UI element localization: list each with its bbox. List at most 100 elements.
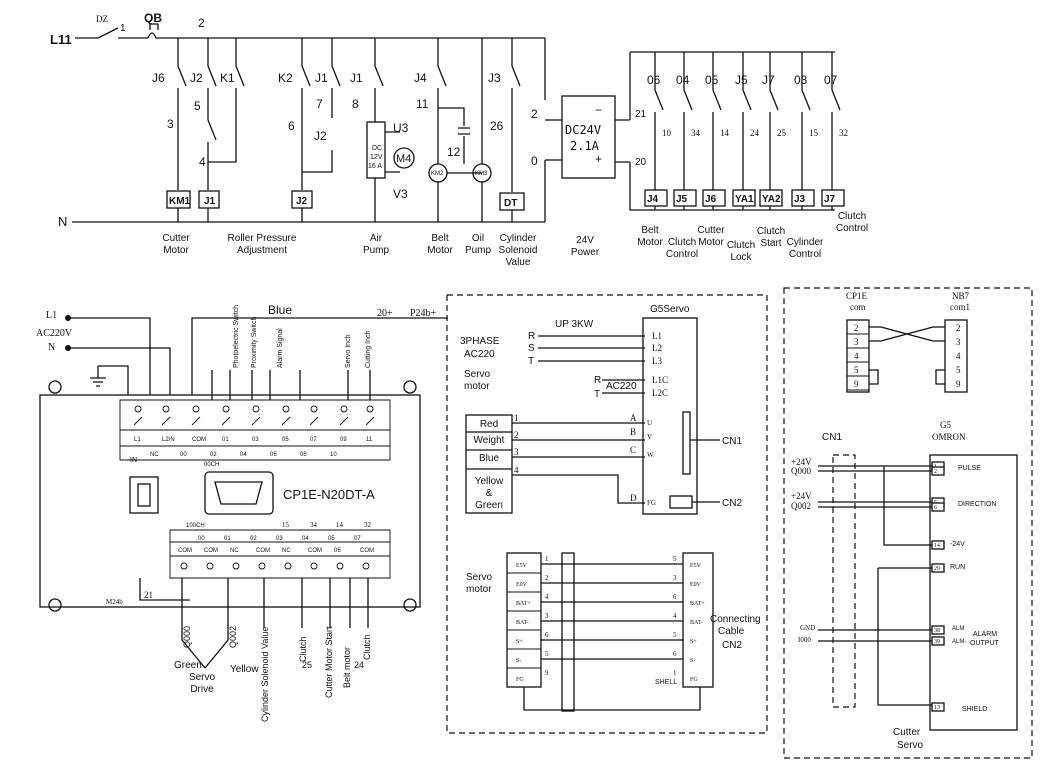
input-label: Proximity Switch [251,317,258,368]
cp1e-pin: 5 [854,365,859,375]
psu-line1: DC24V [565,123,601,137]
ladder-caption: Oil [472,233,484,244]
terminal-screw [336,562,344,570]
psu-node2: 2 [531,107,538,121]
terminal-label: 06 [270,452,277,458]
p24-label: P24b+ [410,308,437,319]
cutter-servo-1: Cutter [893,727,921,738]
drive-terminal: L1 [652,331,662,341]
omron-pin-num: 2 [934,469,937,475]
km1-box [166,190,191,209]
n5-label: 5 [194,99,201,113]
psu-plus: + [595,152,602,166]
enc-left-num: 2 [545,574,549,582]
terminal-screw [366,405,374,413]
nb7-pin: 3 [956,337,961,347]
phase-2: AC220 [464,349,495,360]
enc-right-pin: S- [690,658,695,664]
terminal-label: NC [150,452,159,458]
output-coil-label: YA2 [762,194,781,205]
n11-label: 11 [416,97,429,111]
n26-label: 26 [490,119,504,133]
terminal-label: 05 [282,437,289,443]
cp1e-label: CP1E [846,291,868,301]
enc-left-pin: BAT- [516,620,529,626]
motor-wire-num: 4 [514,465,519,475]
output-branch [712,52,722,210]
motor-wire-color: Blue [479,453,499,464]
terminal-label: 10 [330,452,337,458]
output-terminal-label: NC [230,548,239,554]
air-pump-box [366,121,386,179]
plc-model: CP1E-N20DT-A [283,487,375,502]
p20-label: 20+ [377,308,393,319]
v12-label: 12V [370,154,383,161]
drive-terminal: L2C [652,388,668,398]
enc-right-pin: BAT+ [690,601,705,607]
psu-n20: 20 [635,157,647,168]
motor2-2: motor [466,584,492,595]
omron-label: OMRON [932,432,966,442]
terminal-label: 03 [252,437,259,443]
output-branch [769,52,779,210]
j1b-label: J1 [315,71,328,85]
omron-pin-num: 14 [934,543,940,549]
ladder-caption: Cutter [162,233,190,244]
output-coil-box [702,189,726,207]
in-label: IN [130,457,137,464]
enc-right-num: 6 [673,593,677,601]
alm-minus: ALM- [952,639,966,645]
nb7-label: NB7 [952,291,970,301]
enc-right-num: 3 [673,574,677,582]
motor-terminal-letter: D [630,493,637,503]
output-terminal-label: COM [360,548,374,554]
enc-left-pin: S- [516,658,521,664]
omron-signal: PULSE [958,465,981,472]
output-terminal-label: COM [256,548,270,554]
output-terminal-label: 05 [328,536,335,542]
branch-j1 [207,38,245,222]
j6-label: J6 [152,71,165,85]
km2-coil [428,163,448,183]
km1-text: KM1 [169,196,191,207]
output-terminal-label: 07 [354,536,361,542]
j1-text: J1 [204,196,216,207]
dt-text: DT [504,198,517,209]
n-dot [65,345,71,351]
enc-right-num: 5 [673,631,677,639]
ladder-caption: Air [370,233,383,244]
cable-shield [561,552,575,712]
output-branch [683,52,693,210]
cn2-port [669,495,693,509]
color-box-dividers [466,431,512,470]
plc-n-wire [68,347,171,400]
right-dashed-frame [783,287,1033,759]
supply-wire [75,27,545,39]
phase-letter: S [528,343,535,354]
cn1-dashed [832,454,856,708]
enc-right-num: 6 [673,650,677,658]
j2b-label: J2 [314,129,327,143]
enc-left-pin: S+ [516,639,523,645]
plc-l1: L1 [46,310,57,321]
ladder-caption: Belt [431,233,448,244]
n12-label: 12 [447,145,461,159]
omron-pin-box [931,540,945,550]
omron-pin-box [931,502,945,512]
psu-n21: 21 [635,109,647,120]
terminal-screw [310,405,318,413]
terminal-label: 08 [300,452,307,458]
ladder-caption: Control [789,249,821,260]
output-wire: 24 [750,128,760,138]
omron-pin-num: 13 [934,705,940,711]
output-label: Clutch [362,634,372,660]
nb7-pin: 9 [956,379,961,389]
motor-terminal-letter: B [630,427,636,437]
motor2-1: Servo [466,572,493,583]
ladder-caption: Solenoid [499,245,538,256]
enc-right-num: 4 [673,612,677,620]
